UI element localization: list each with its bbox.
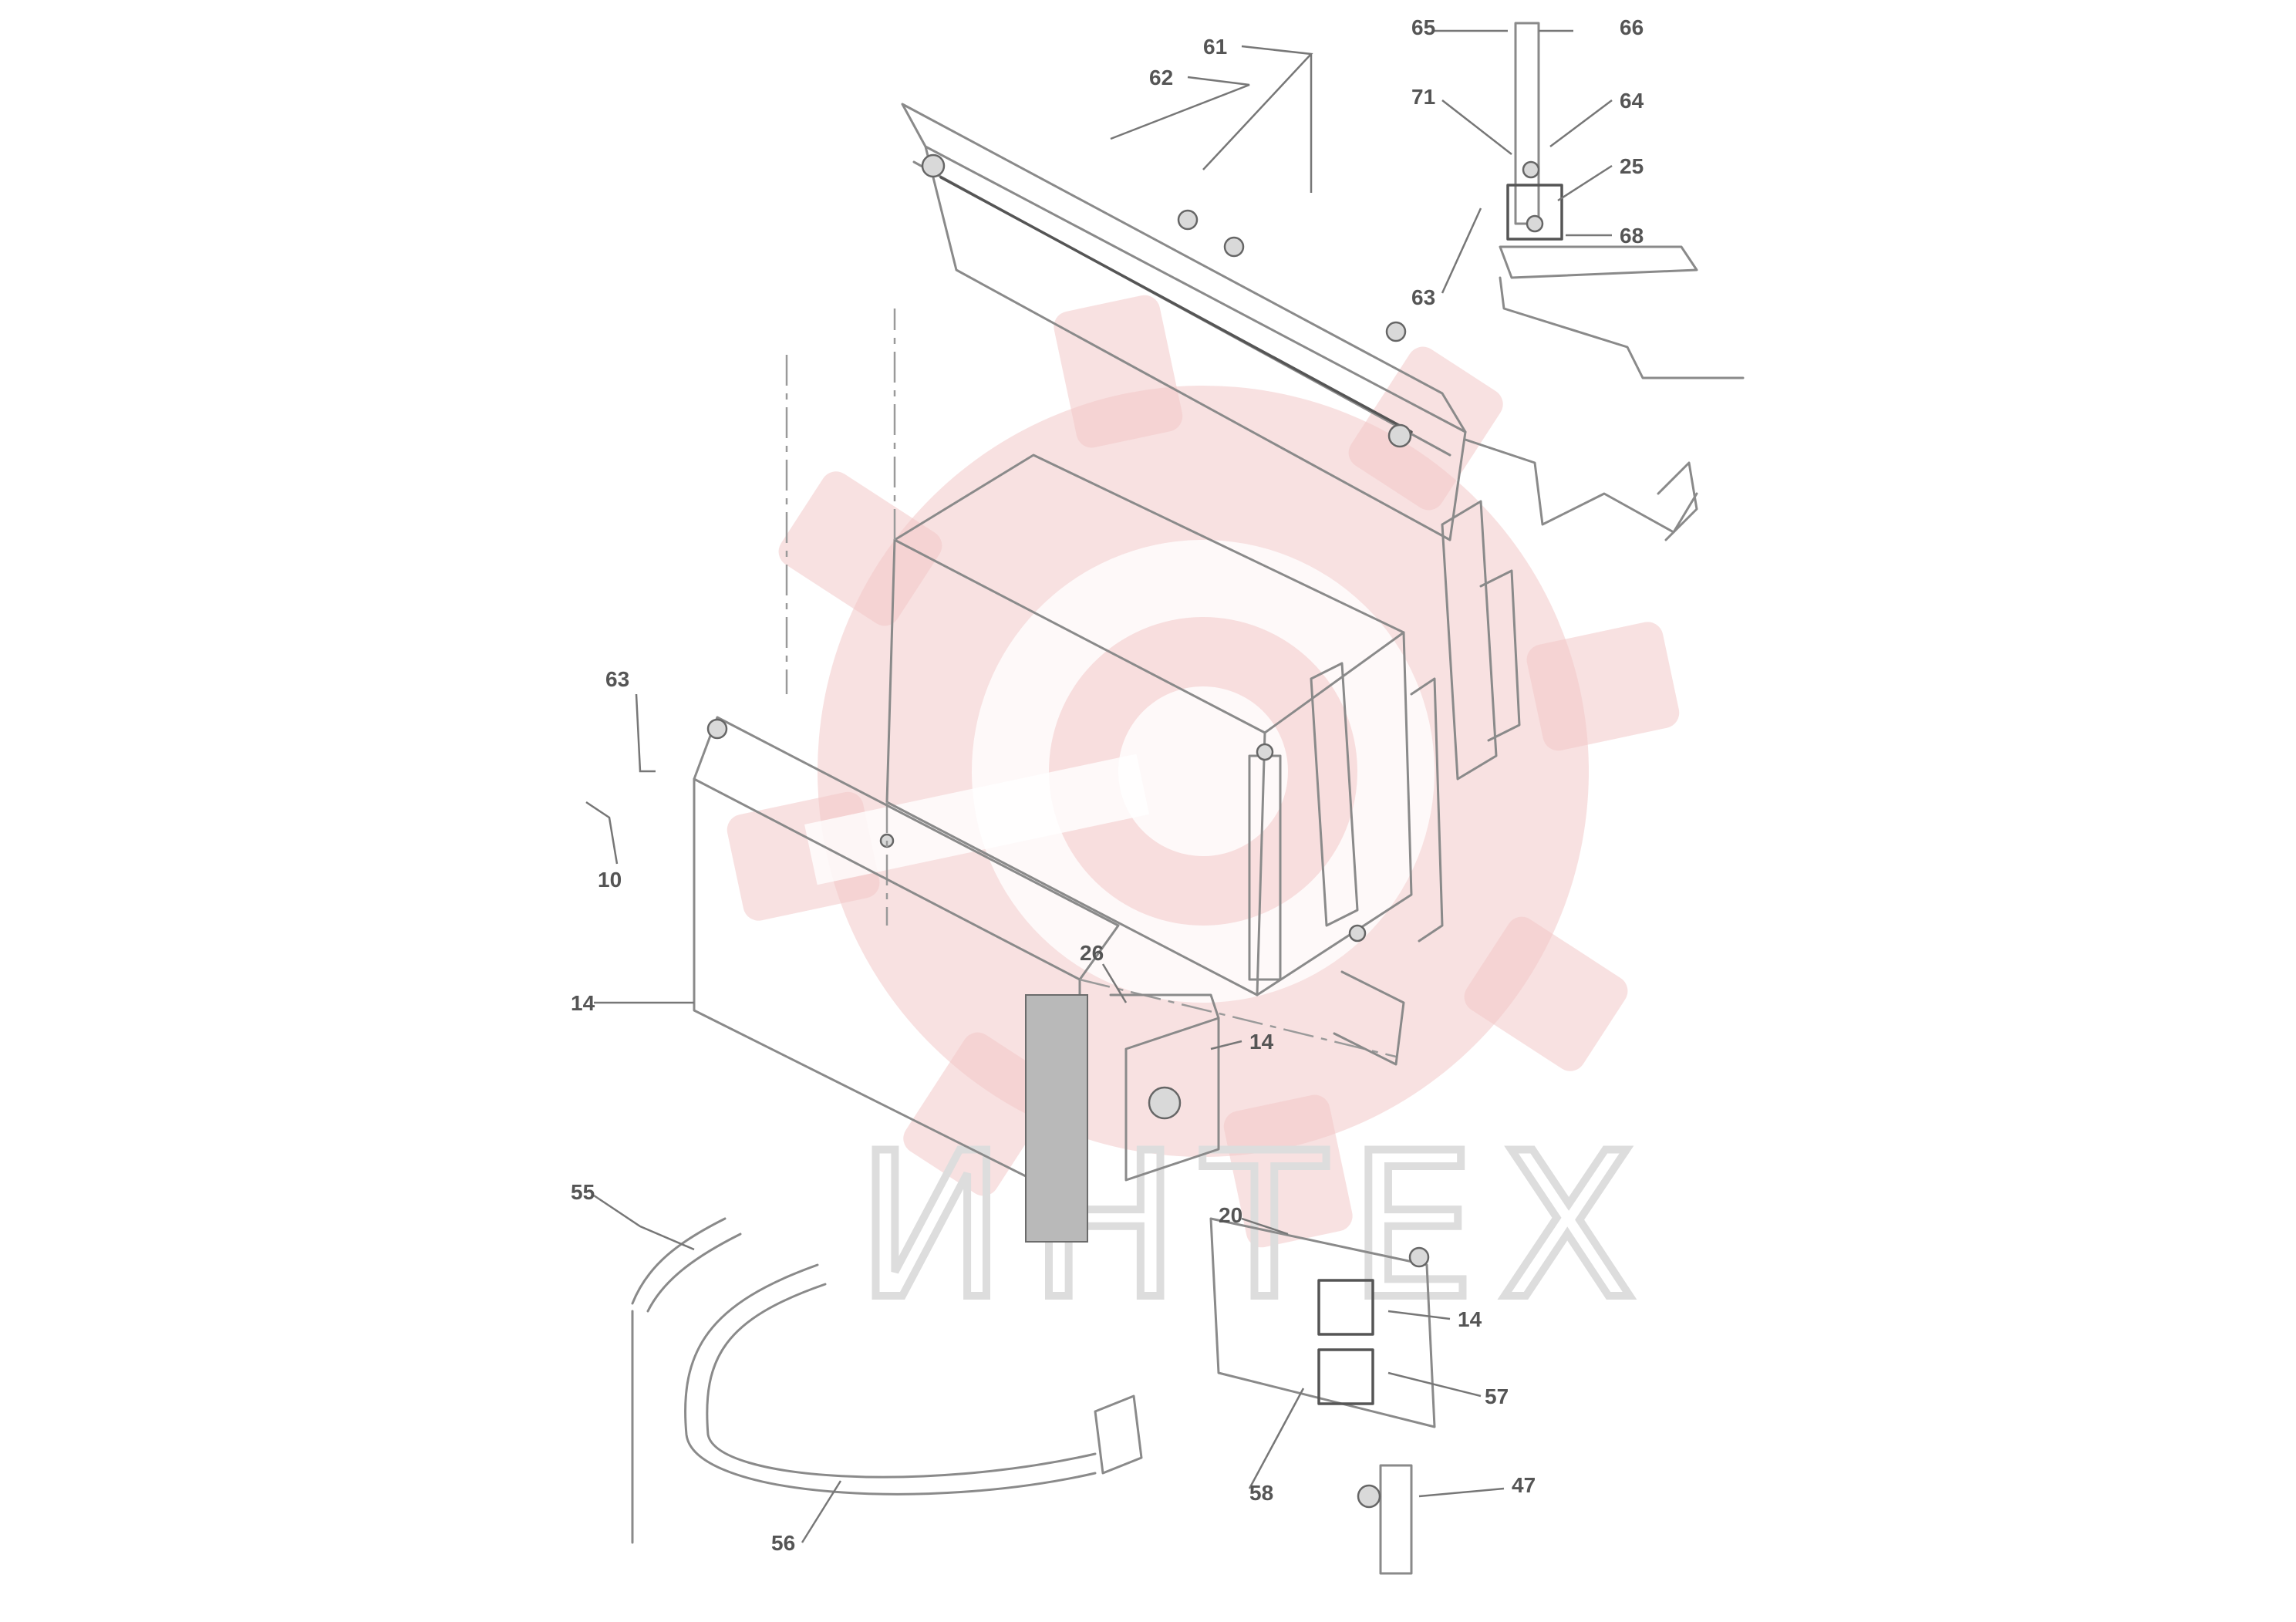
top-right-clamp <box>1499 22 1745 379</box>
main-core-block <box>879 309 1444 996</box>
callout-label: 14 <box>571 991 595 1015</box>
callout-label: 14 <box>1458 1307 1482 1331</box>
callout-label: 26 <box>1080 941 1104 965</box>
grille-pads <box>1025 993 1220 1243</box>
leader-lines <box>585 29 1613 1543</box>
callout-label: 65 <box>1411 15 1435 39</box>
callout-label: 66 <box>1620 15 1644 39</box>
callout-label: 57 <box>1485 1384 1509 1408</box>
callout-label: 62 <box>1149 66 1173 89</box>
hose-assembly <box>631 1217 1143 1544</box>
callout-label: 56 <box>771 1531 795 1555</box>
callout-label: 10 <box>598 868 622 892</box>
callout-label: 20 <box>1219 1203 1242 1227</box>
callout-label: 55 <box>571 1180 595 1204</box>
callout-label: 58 <box>1249 1481 1273 1505</box>
callout-label: 63 <box>1411 285 1435 309</box>
callout-label: 14 <box>1249 1030 1274 1054</box>
callout-label: 63 <box>605 667 629 691</box>
callout-label: 71 <box>1411 85 1435 109</box>
callout-labels: 61 62 65 66 71 64 25 68 63 63 10 14 26 1… <box>571 15 1644 1555</box>
right-bracket-assembly <box>1333 438 1698 1066</box>
watermark-gear-logo <box>727 295 1680 1248</box>
top-rail <box>901 103 1467 541</box>
callout-label: 64 <box>1620 89 1644 113</box>
callout-label: 47 <box>1512 1473 1536 1497</box>
bottom-right-bracket <box>1209 1217 1436 1575</box>
callout-label: 68 <box>1620 224 1644 248</box>
callout-label: 25 <box>1620 154 1644 178</box>
callout-label: 61 <box>1203 35 1227 59</box>
watermark-text: ИНТЕХ <box>856 1111 1659 1344</box>
